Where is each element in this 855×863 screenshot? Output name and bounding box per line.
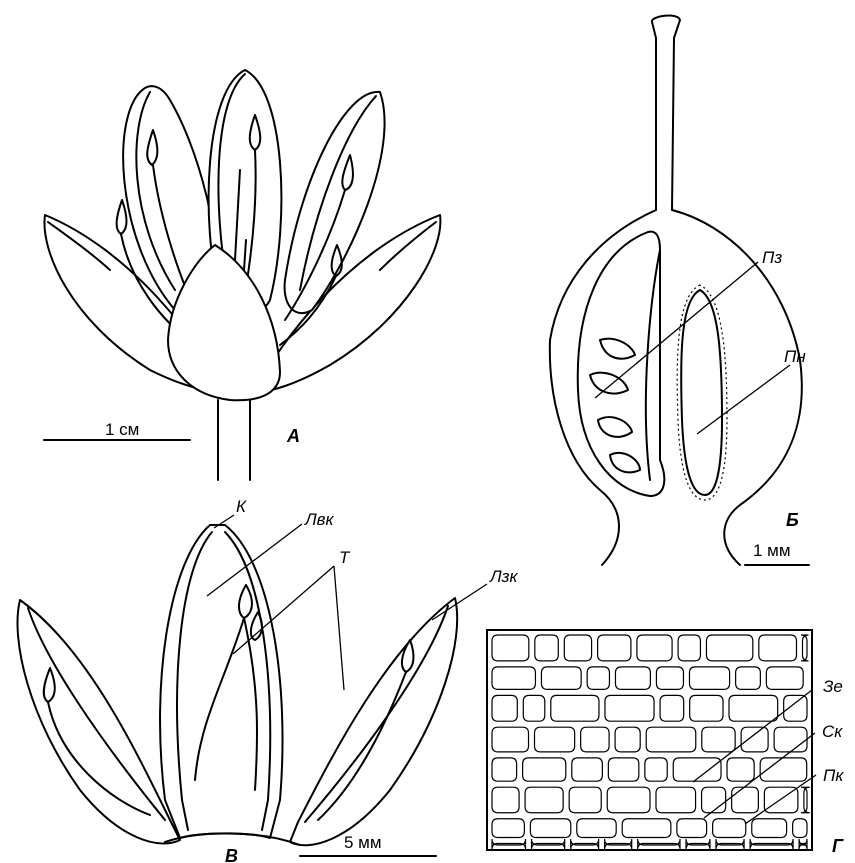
label-k: К — [236, 497, 247, 516]
panel-letter-a: А — [286, 426, 300, 446]
label-pn: Пн — [784, 347, 806, 366]
panel-g-cell-drawing — [487, 630, 812, 850]
leader-pz — [595, 262, 758, 398]
panel-letter-b: Б — [786, 510, 799, 530]
label-sk: Ск — [822, 722, 843, 741]
label-pz: Пз — [762, 248, 782, 267]
label-ze: Зе — [823, 677, 843, 696]
leader-pn — [697, 365, 790, 434]
leader-t-2 — [334, 566, 344, 690]
panel-letter-g: Г — [832, 836, 844, 856]
label-pk: Пк — [823, 766, 844, 785]
label-t: Т — [339, 548, 351, 567]
panel-b-ovary-drawing — [550, 16, 802, 565]
scale-label-v: 5 мм — [344, 833, 382, 852]
panel-letter-v: В — [225, 846, 238, 863]
scale-label-b: 1 мм — [753, 541, 791, 560]
scale-label-a: 1 см — [105, 420, 139, 439]
label-lvk: Лвк — [304, 510, 335, 529]
panel-a-flower-drawing — [44, 70, 440, 480]
leader-lzk — [432, 584, 487, 620]
label-lzk: Лзк — [489, 567, 519, 586]
